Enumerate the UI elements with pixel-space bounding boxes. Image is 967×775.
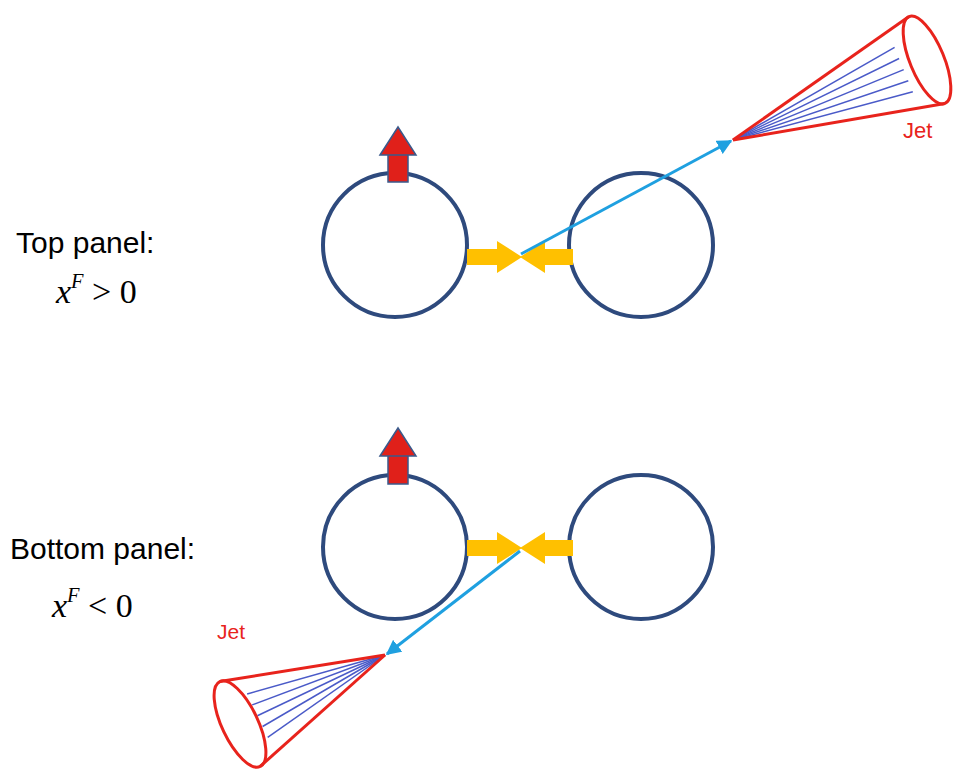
proton-circle [323,173,467,317]
math-condition: xF < 0 [52,586,133,625]
beam-arrow [520,241,573,273]
parton-arrow [387,551,520,654]
top-panel-illustration [323,10,961,317]
beam-arrow [467,241,522,273]
beam-arrow [520,532,573,564]
jet-cone [204,655,385,774]
beam-arrow [467,532,522,564]
jet-label: Jet [217,620,245,644]
panel-title: Bottom panel: [10,532,195,567]
proton-circle [569,173,713,317]
panel-title: Top panel: [16,226,154,261]
proton-circle [569,475,713,619]
proton-circle [323,475,467,619]
parton-arrow [521,141,731,254]
math-condition: xF > 0 [56,272,137,311]
bottom-panel-illustration [204,428,713,774]
jet-label: Jet [903,118,932,143]
spin-arrow [380,428,416,484]
spin-arrow [380,127,416,182]
